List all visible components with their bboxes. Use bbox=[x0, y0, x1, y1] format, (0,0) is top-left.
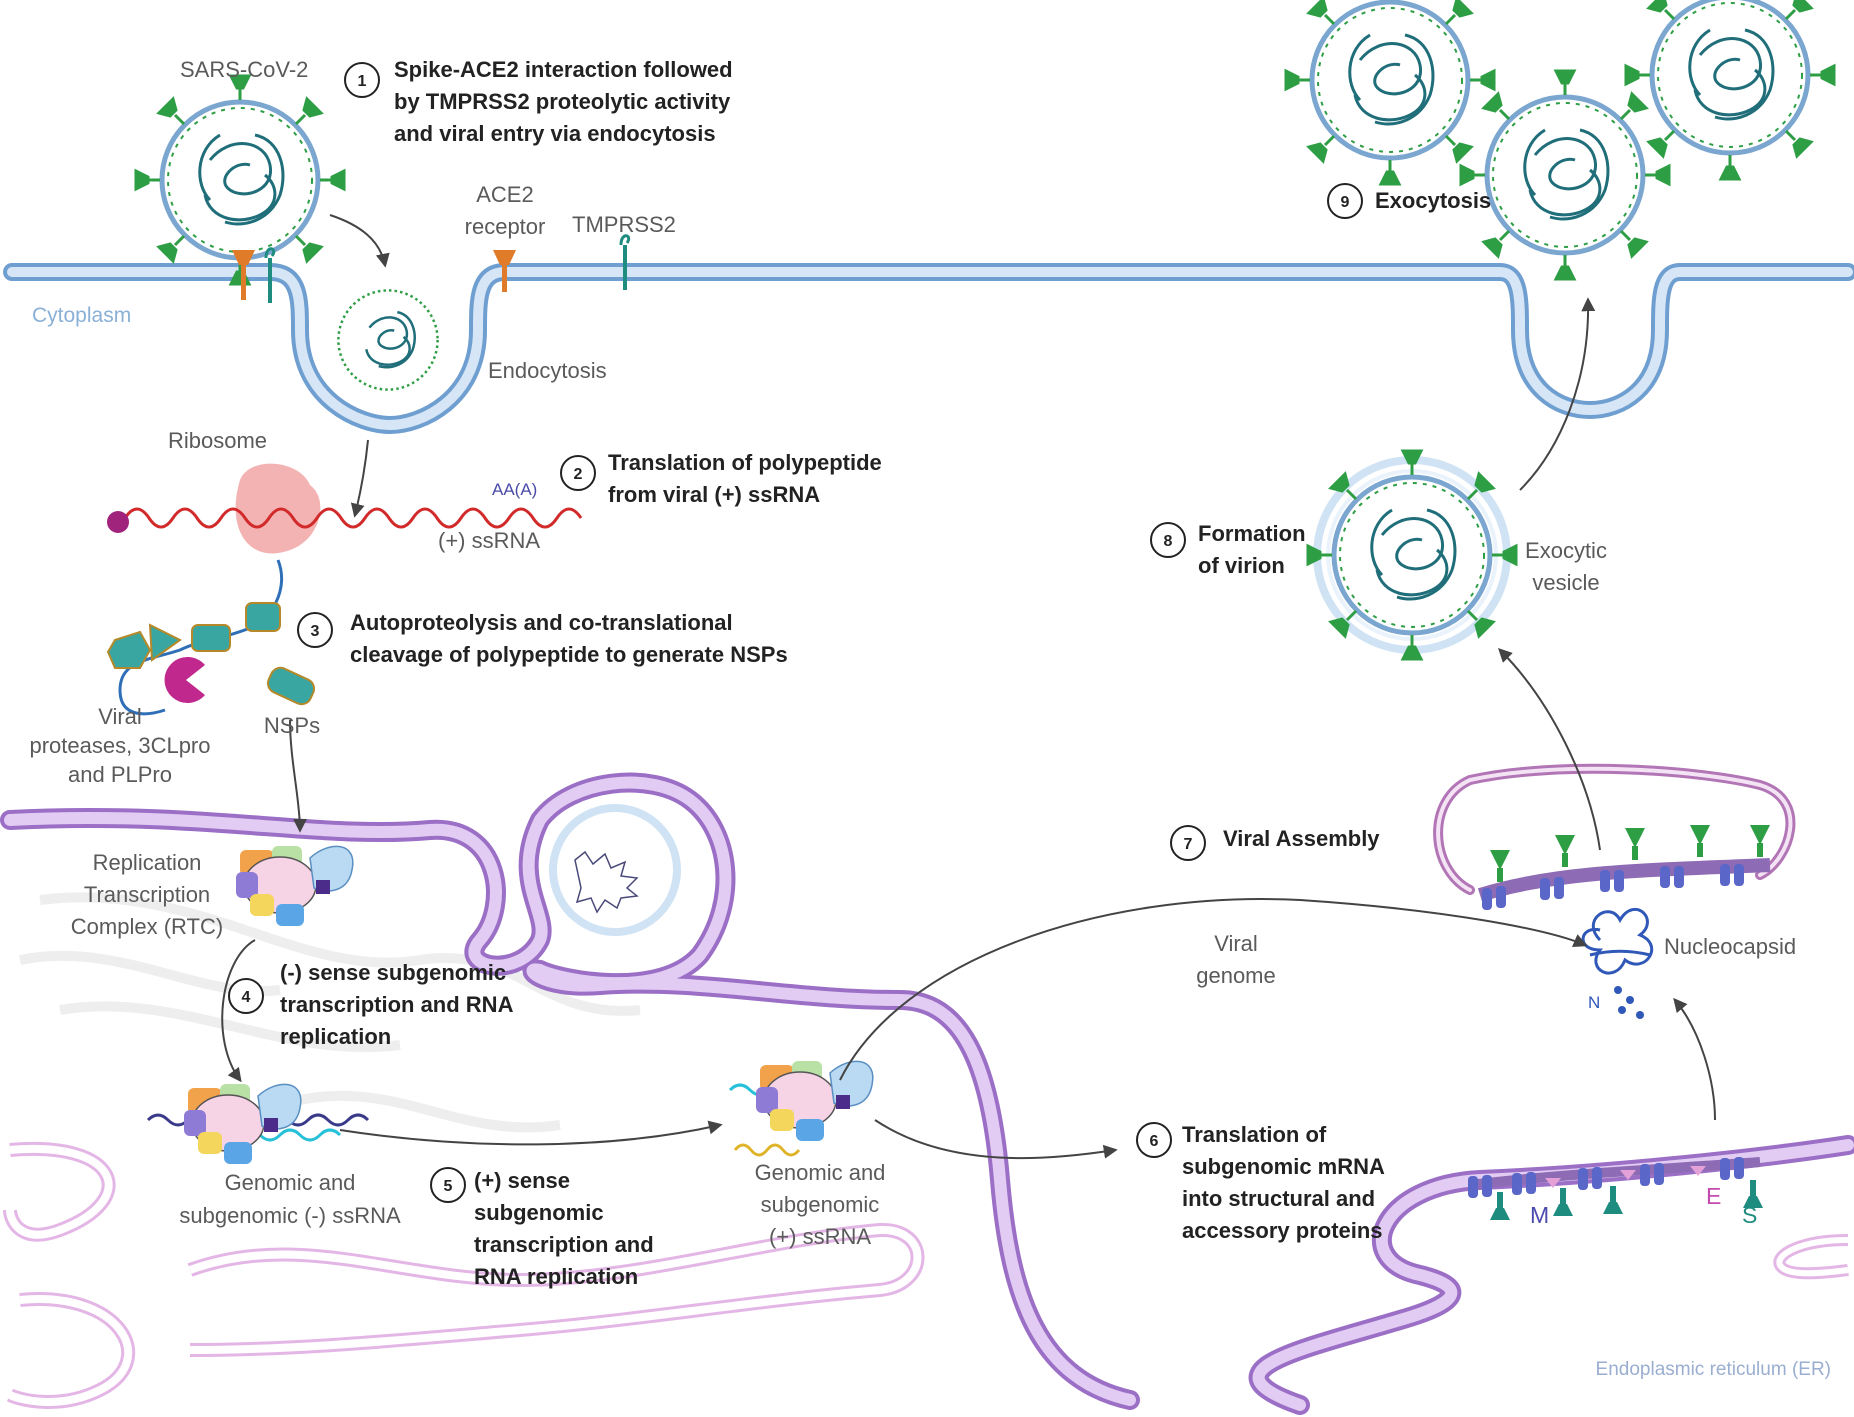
step-5-line4: RNA replication bbox=[474, 1264, 638, 1289]
s-protein-label: S bbox=[1742, 1202, 1757, 1228]
endocytosed-virion bbox=[337, 289, 439, 391]
step-5-line1: (+) sense bbox=[474, 1168, 570, 1193]
viral-genome-label-line1: Viral bbox=[1214, 931, 1258, 956]
tmprss2-label: TMPRSS2 bbox=[572, 212, 676, 237]
step-5-line3: transcription and bbox=[474, 1232, 654, 1257]
step-8-line1: Formation bbox=[1198, 521, 1306, 546]
step-6-line2: subgenomic mRNA bbox=[1182, 1154, 1385, 1179]
step-1-number: 1 bbox=[358, 73, 367, 90]
proteases-label-line2: proteases, 3CLpro bbox=[30, 733, 211, 758]
step-4: 4 (-) sense subgenomic transcription and… bbox=[228, 960, 514, 1049]
rtc-complex-1 bbox=[235, 845, 354, 927]
virus-label: SARS-CoV-2 bbox=[180, 57, 308, 82]
step-8: 8 Formation of virion bbox=[1150, 521, 1306, 578]
rtc-complex-3 bbox=[728, 1060, 874, 1157]
ace2-label-line1: ACE2 bbox=[476, 182, 533, 207]
double-membrane-vesicle bbox=[549, 804, 681, 936]
er-label: Endoplasmic reticulum (ER) bbox=[1596, 1359, 1831, 1380]
step-9: 9 Exocytosis bbox=[1327, 183, 1491, 219]
viral-plus-ssrna bbox=[123, 507, 583, 529]
pos-rna-label-line2: subgenomic bbox=[761, 1192, 880, 1217]
n-protein-label: N bbox=[1588, 993, 1600, 1012]
step-4-line2: transcription and RNA bbox=[280, 992, 514, 1017]
step-2: 2 Translation of polypeptide from viral … bbox=[560, 450, 882, 507]
step-4-line3: replication bbox=[280, 1024, 391, 1049]
neg-rna-label-line1: Genomic and bbox=[225, 1170, 356, 1195]
plasma-membrane bbox=[3, 263, 1854, 435]
step-6-number: 6 bbox=[1150, 1133, 1159, 1150]
step-1-line1: Spike-ACE2 interaction followed bbox=[394, 57, 733, 82]
step-3-number: 3 bbox=[311, 623, 320, 640]
ace2-receptor-1 bbox=[232, 250, 255, 300]
er-lower-left bbox=[3, 1141, 1849, 1409]
m-protein-label: M bbox=[1530, 1202, 1549, 1228]
polypeptide-nsps bbox=[106, 559, 316, 716]
proteases-label-line1: Viral bbox=[98, 704, 142, 729]
er-membrane bbox=[0, 772, 1140, 1410]
released-virion-1 bbox=[1286, 0, 1494, 184]
step-9-number: 9 bbox=[1341, 194, 1350, 211]
structural-proteins-assembly bbox=[1477, 825, 1771, 910]
step-2-number: 2 bbox=[574, 466, 583, 483]
plus-ssrna-label: (+) ssRNA bbox=[438, 528, 540, 553]
step-4-line1: (-) sense subgenomic bbox=[280, 960, 506, 985]
exocytic-label-line2: vesicle bbox=[1532, 570, 1599, 595]
nsps-label: NSPs bbox=[264, 713, 320, 738]
step-1-line2: by TMPRSS2 proteolytic activity bbox=[394, 89, 731, 114]
step-4-number: 4 bbox=[242, 989, 251, 1006]
ace2-label-line2: receptor bbox=[465, 214, 546, 239]
pos-rna-label-line1: Genomic and bbox=[755, 1160, 886, 1185]
ace2-receptor-2 bbox=[493, 250, 516, 292]
nucleocapsid bbox=[1581, 907, 1654, 975]
step-8-number: 8 bbox=[1164, 533, 1173, 550]
er-membrane-proteins bbox=[1468, 1157, 1763, 1220]
step-6: 6 Translation of subgenomic mRNA into st… bbox=[1136, 1122, 1385, 1243]
step-1: 1 Spike-ACE2 interaction followed by TMP… bbox=[344, 57, 733, 146]
rna-cap bbox=[107, 511, 129, 533]
step-7-number: 7 bbox=[1184, 836, 1193, 853]
neg-rna-label-line2: subgenomic (-) ssRNA bbox=[179, 1203, 401, 1228]
step-7-line1: Viral Assembly bbox=[1223, 826, 1380, 851]
pos-rna-label-line3: (+) ssRNA bbox=[769, 1224, 871, 1249]
step-8-line2: of virion bbox=[1198, 553, 1285, 578]
step-5-number: 5 bbox=[444, 1178, 453, 1195]
step-7: 7 Viral Assembly bbox=[1170, 825, 1380, 861]
rtc-label-line1: Replication bbox=[93, 850, 202, 875]
step-2-line1: Translation of polypeptide bbox=[608, 450, 882, 475]
ribosome-label: Ribosome bbox=[168, 428, 267, 453]
tmprss2-receptor-1 bbox=[264, 247, 276, 303]
step-3-line2: cleavage of polypeptide to generate NSPs bbox=[350, 642, 788, 667]
endocytosis-label: Endocytosis bbox=[488, 358, 607, 383]
er-assembly-compartment bbox=[1433, 763, 1796, 895]
step-3: 3 Autoproteolysis and co-translational c… bbox=[297, 610, 788, 667]
n-protein-dots bbox=[1614, 986, 1644, 1019]
step-3-line1: Autoproteolysis and co-translational bbox=[350, 610, 733, 635]
arrows bbox=[221, 214, 1716, 1160]
step-6-line3: into structural and bbox=[1182, 1186, 1375, 1211]
proteases-label-line3: and PLPro bbox=[68, 762, 172, 787]
new-virion bbox=[1308, 451, 1516, 659]
viral-genome-label-line2: genome bbox=[1196, 963, 1276, 988]
er-background bbox=[19, 892, 641, 1133]
step-5-line2: subgenomic bbox=[474, 1200, 604, 1225]
nucleocapsid-label: Nucleocapsid bbox=[1664, 934, 1796, 959]
released-virion-3 bbox=[1626, 0, 1834, 179]
exocytic-label-line1: Exocytic bbox=[1525, 538, 1607, 563]
tmprss2-receptor-2 bbox=[619, 234, 631, 290]
released-virion-2 bbox=[1461, 71, 1669, 279]
step-9-line1: Exocytosis bbox=[1375, 188, 1491, 213]
rtc-complex-2 bbox=[146, 1083, 370, 1165]
step-5: 5 (+) sense subgenomic transcription and… bbox=[430, 1167, 654, 1289]
cytoplasm-label: Cytoplasm bbox=[32, 304, 131, 327]
step-6-line4: accessory proteins bbox=[1182, 1218, 1383, 1243]
rtc-label-line2: Transcription bbox=[84, 882, 210, 907]
rtc-label-line3: Complex (RTC) bbox=[71, 914, 223, 939]
step-2-line2: from viral (+) ssRNA bbox=[608, 482, 820, 507]
e-protein-label: E bbox=[1706, 1183, 1721, 1209]
step-6-line1: Translation of bbox=[1182, 1122, 1327, 1147]
viral-protease bbox=[164, 657, 205, 704]
poly-a-tail: AA(A) bbox=[492, 480, 537, 499]
step-1-line3: and viral entry via endocytosis bbox=[394, 121, 716, 146]
